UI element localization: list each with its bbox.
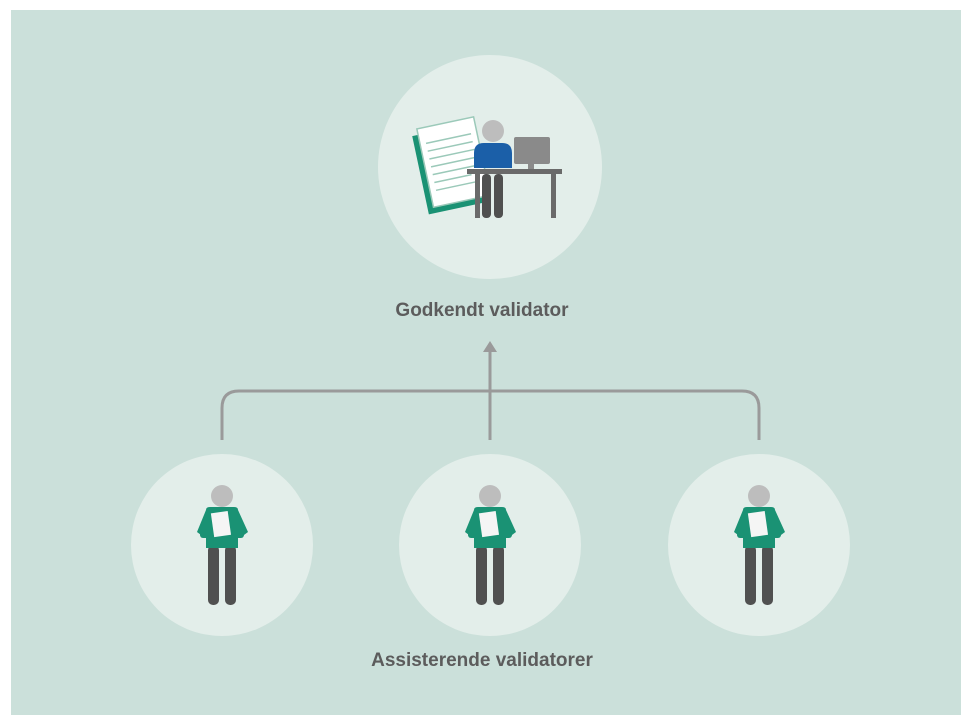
validator-at-desk-icon (412, 116, 562, 218)
assistant-validators-label: Assisterende validatorer (371, 650, 593, 671)
connector-lines (220, 350, 761, 440)
approved-validator-label: Godkendt validator (395, 300, 569, 321)
arrow-up-icon (483, 341, 497, 352)
